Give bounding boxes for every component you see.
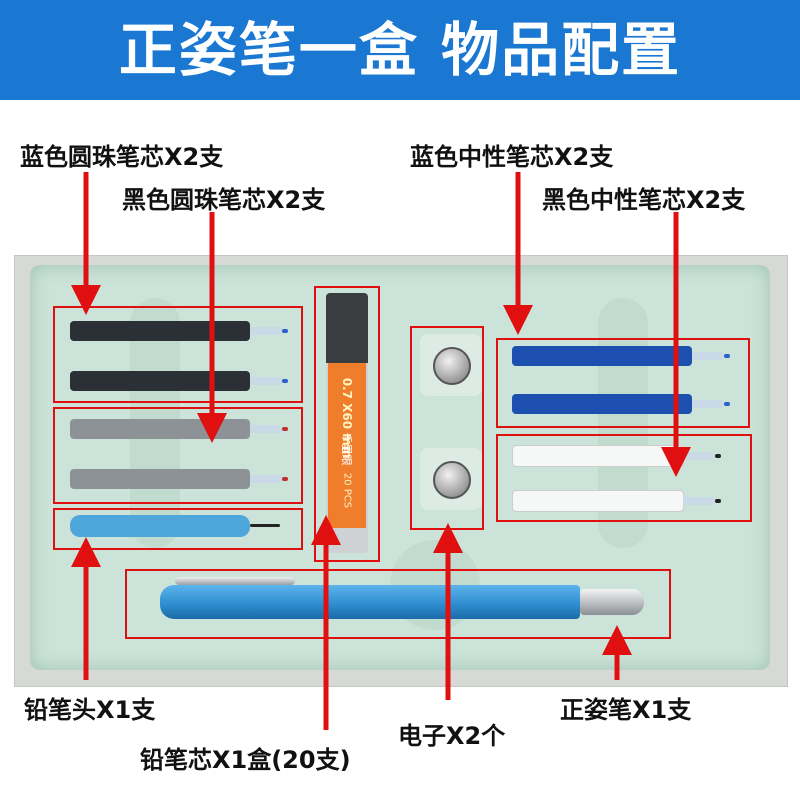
- lead-box: 0.7 X60 mm 千里眼 20 PCS: [326, 293, 368, 553]
- blue-ballpoint-refill: [70, 321, 288, 341]
- blue-gel-refill: [512, 394, 730, 414]
- coin-battery: [433, 461, 471, 499]
- label-black-ballpoint: 黑色圆珠笔芯X2支: [122, 186, 326, 214]
- lead-box-label: 0.7 X60 mm 千里眼 20 PCS: [328, 363, 366, 528]
- posture-pen-cap-end: [580, 589, 644, 615]
- black-ballpoint-refill: [70, 469, 288, 489]
- coin-battery: [433, 347, 471, 385]
- posture-pen: [160, 585, 580, 619]
- label-battery: 电子X2个: [398, 722, 506, 750]
- highlight-black-ballpoint: [53, 407, 303, 504]
- label-lead-box: 铅笔芯X1盒(20支): [140, 746, 351, 774]
- blue-gel-refill: [512, 346, 730, 366]
- highlight-blue-ballpoint: [53, 306, 303, 403]
- black-gel-refill: [512, 490, 721, 512]
- label-black-gel: 黑色中性笔芯X2支: [542, 186, 746, 214]
- banner: [0, 0, 800, 100]
- highlight-lead-box: [314, 286, 380, 562]
- label-posture-pen: 正姿笔X1支: [560, 696, 692, 724]
- label-blue-gel: 蓝色中性笔芯X2支: [410, 143, 614, 171]
- highlight-black-gel: [496, 434, 752, 522]
- highlight-posture-pen: [125, 569, 671, 639]
- posture-pen-clip: [175, 577, 295, 585]
- lead-box-cap: [326, 293, 368, 363]
- blue-ballpoint-refill: [70, 371, 288, 391]
- pencil-head: [70, 515, 280, 537]
- highlight-pencil-head: [53, 508, 303, 550]
- banner-title: 正姿笔一盒 物品配置: [118, 16, 682, 84]
- label-blue-ballpoint: 蓝色圆珠笔芯X2支: [20, 143, 224, 171]
- highlight-blue-gel: [496, 338, 750, 428]
- label-pencil-head: 铅笔头X1支: [24, 696, 156, 724]
